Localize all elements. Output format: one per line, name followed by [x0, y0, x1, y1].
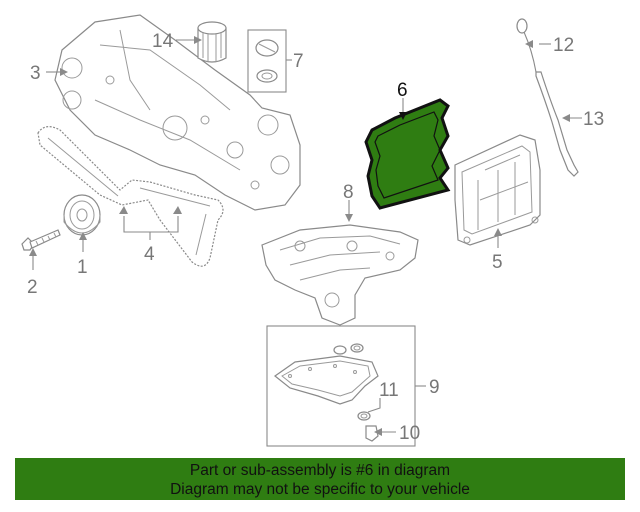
banner-line-part: Part or sub-assembly is #6 in diagram: [189, 462, 451, 479]
callout-11: 11: [379, 380, 399, 401]
gasket-arrowhead: [399, 112, 407, 120]
callout-4: 4: [144, 244, 155, 265]
part-timing-cover: [54, 14, 301, 211]
callout-9: 9: [429, 377, 440, 398]
part-crank-pulley: [63, 194, 101, 236]
part-oil-filter: [197, 21, 227, 63]
part-timing-belt: [37, 126, 224, 267]
callout-6: 6: [397, 80, 408, 101]
part-dipstick: [516, 18, 579, 177]
part-bolt: [21, 229, 61, 251]
callout-3: 3: [30, 63, 41, 84]
parts-diagram: 3 14 7 12 13 6 8 5 4 1 2 9 11 10: [21, 14, 604, 447]
part-gasket-highlighted: [364, 98, 451, 210]
callout-1: 1: [77, 257, 88, 278]
leader-arrowheads: [29, 36, 570, 436]
leader-lines: [32, 39, 582, 433]
callout-labels: 3 14 7 12 13 6 8 5 4 1 2 9 11 10: [27, 31, 604, 444]
callout-5: 5: [492, 252, 503, 273]
part-oil-pan-upper: [261, 224, 419, 326]
part-valve-cover: [454, 134, 541, 246]
callout-7: 7: [293, 51, 304, 72]
callout-8: 8: [343, 182, 354, 203]
notice-banner: Part or sub-assembly is #6 in diagram Di…: [15, 458, 625, 500]
callout-12: 12: [553, 35, 574, 56]
callout-14: 14: [152, 31, 174, 52]
banner-line-disclaimer: Diagram may not be specific to your vehi…: [170, 481, 470, 498]
callout-10: 10: [399, 423, 420, 444]
callout-2: 2: [27, 277, 38, 298]
part-filler-cap-set: [247, 29, 287, 93]
callout-13: 13: [583, 109, 604, 130]
